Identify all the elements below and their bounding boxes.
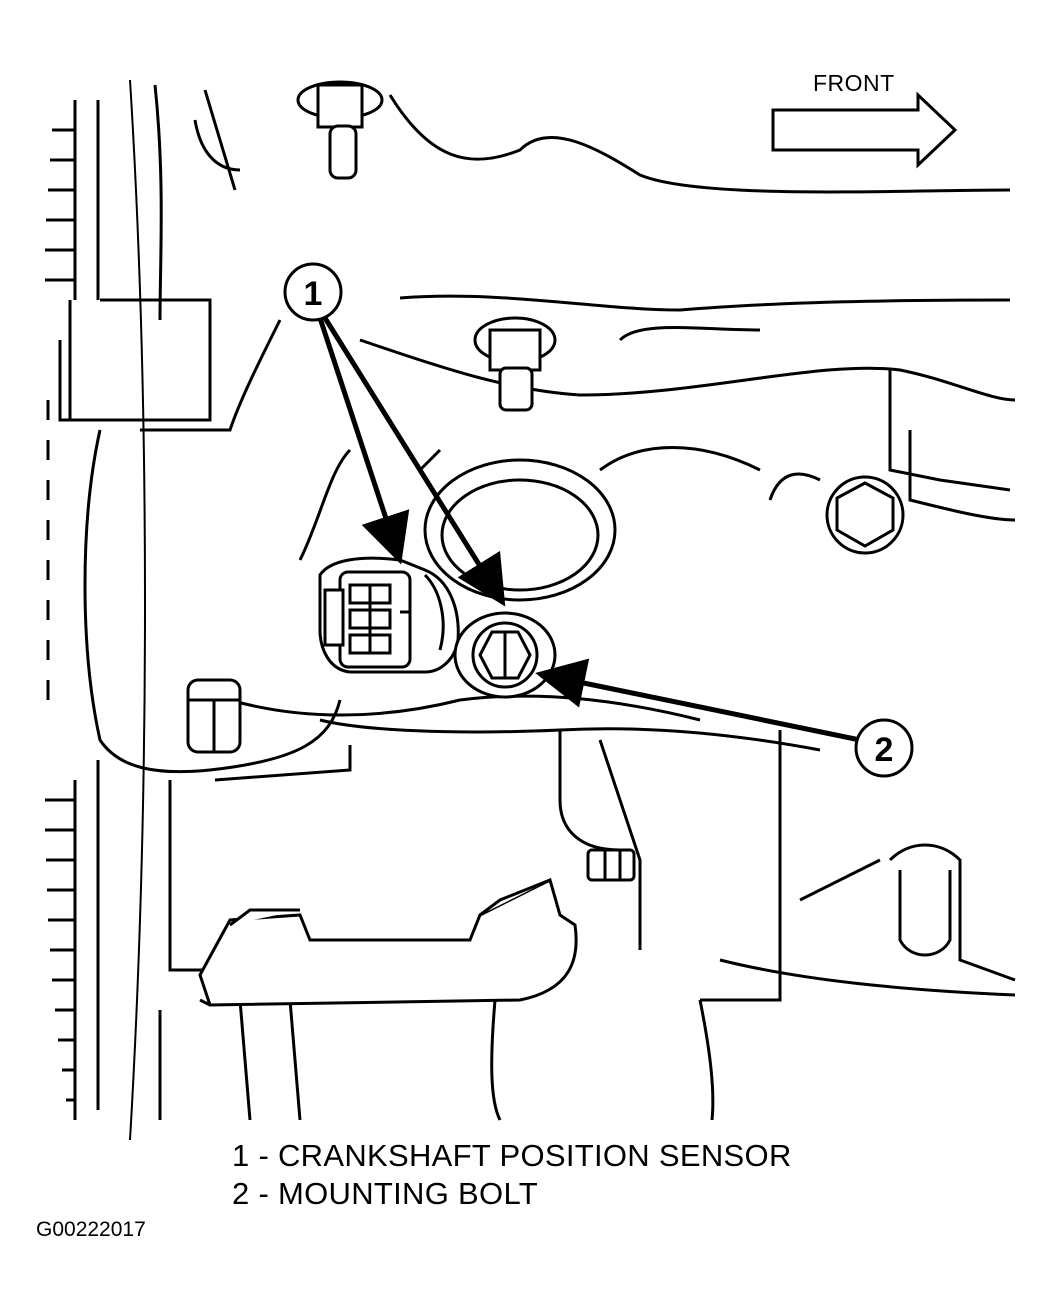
right-hex-bolt [825,475,905,555]
lower-bracket [198,877,578,1007]
mounting-bolt [453,611,557,699]
crankshaft-position-sensor [318,556,460,674]
callout-2-leader [535,658,861,743]
legend-item-crankshaft-sensor: 1 - CRANKSHAFT POSITION SENSOR [232,1138,792,1173]
front-label: FRONT [813,70,895,96]
legend-item-mounting-bolt: 2 - MOUNTING BOLT [232,1176,538,1211]
callout-1-leaders [317,316,506,607]
upper-bolt [296,80,384,180]
sensor-bore-ring [418,448,617,602]
mid-bolt [473,316,557,412]
lower-nut [586,848,636,882]
flywheel-ring-gear [45,79,146,1141]
figure-id: G00222017 [36,1218,146,1241]
callout-2-badge: 2 [854,718,914,778]
callout-1-badge: 1 [283,262,343,322]
front-arrow-icon [771,91,958,169]
callout-2-number: 2 [875,731,894,769]
bell-housing-bolt [186,678,242,754]
callout-1-number: 1 [304,275,323,313]
